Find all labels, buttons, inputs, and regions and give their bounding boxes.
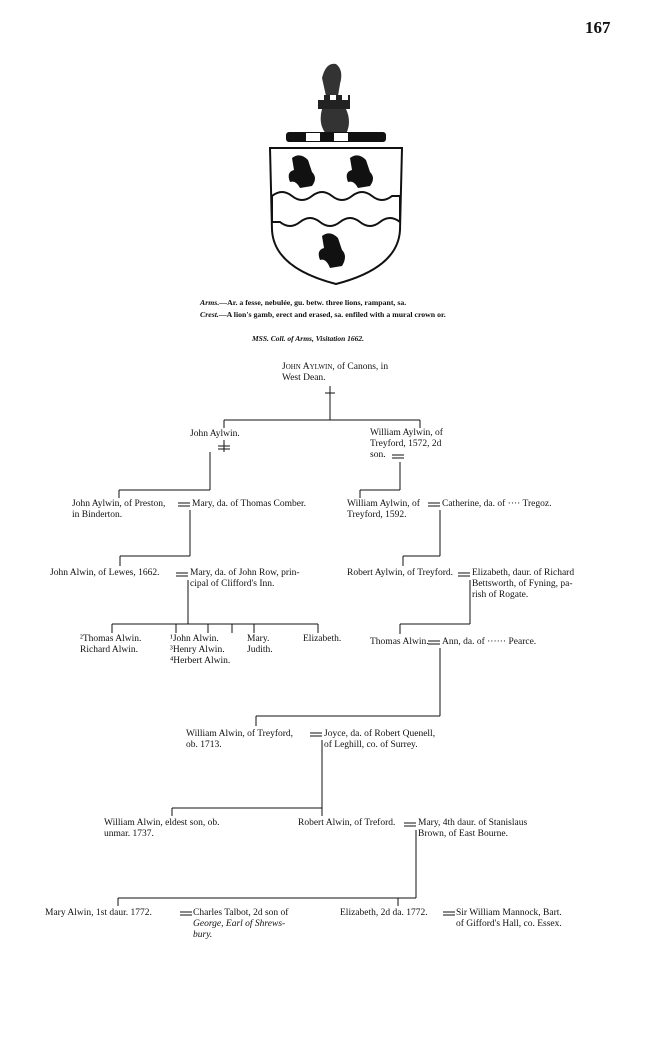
gen6-left-line: William Alwin, eldest son, ob. [104, 818, 220, 828]
gen6-husband: Robert Alwin, of Treford. [298, 818, 396, 828]
gen7-left-husband-line: George, Earl of Shrews- [193, 919, 286, 929]
crest-figure [318, 63, 350, 134]
child-entry: ¹John Alwin. [170, 634, 219, 644]
gen2-right-husband-line: William Aylwin, of [347, 499, 420, 509]
gen3-right-wife: Elizabeth, daur. of Richard Bettsworth, … [472, 568, 574, 601]
gen7-right-husband: Sir William Mannock, Bart. of Gifford's … [456, 908, 562, 930]
gen7-right-wife: Elizabeth, 2d da. 1772. [340, 908, 428, 918]
arms-label: Arms. [200, 298, 220, 307]
founder-name: John Aylwin [282, 362, 333, 372]
gen7-left-husband-line: Charles Talbot, 2d son of [193, 908, 289, 918]
shield [268, 147, 404, 286]
gen4-right-wife: Ann, da. of ······ Pearce. [442, 637, 537, 647]
gen6-wife-line: Brown, of East Bourne. [418, 829, 508, 839]
gen7-left-husband: Charles Talbot, 2d son of George, Earl o… [193, 908, 288, 941]
child-entry: ³Henry Alwin. [170, 645, 225, 655]
gen1-right-line: son. [370, 450, 386, 460]
child-entry: Richard Alwin. [80, 645, 139, 655]
gen4-children-col4: Elizabeth. [303, 634, 342, 644]
gen2-left-husband-line: in Binderton. [72, 510, 123, 520]
gen5-wife-line: of Leghill, co. of Surrey. [324, 740, 418, 750]
gen2-left-husband: John Aylwin, of Preston, in Binderton. [72, 499, 165, 521]
founder-entry: John Aylwin, of Canons, in West Dean. [282, 362, 388, 384]
gen5-wife-line: Joyce, da. of Robert Quenell, [324, 729, 436, 739]
gen5-husband-line: William Alwin, of Treyford, [186, 729, 294, 739]
gen5-husband: William Alwin, of Treyford, ob. 1713. [186, 729, 293, 751]
gen2-left-husband-line: John Aylwin, of Preston, [72, 499, 166, 509]
gen2-right-husband-line: Treyford, 1592. [347, 510, 407, 520]
gen4-children-col3: Mary. Judith. [247, 634, 273, 656]
gen4-children-col1: ²Thomas Alwin. Richard Alwin. [80, 634, 141, 656]
gen7-left-husband-line: bury. [193, 930, 213, 940]
source-citation: MSS. Coll. of Arms, Visitation 1662. [252, 334, 365, 343]
crest-text: —A lion's gamb, erect and erased, sa. en… [218, 310, 446, 319]
gen3-right-wife-line: rish of Rogate. [472, 590, 529, 600]
gen5-husband-line: ob. 1713. [186, 740, 222, 750]
founder-line1: , of Canons, in [332, 362, 389, 372]
child-entry: ²Thomas Alwin. [80, 634, 142, 644]
gen1-right-line: Treyford, 1572, 2d [370, 439, 442, 449]
gen7-right-husband-line: of Gifford's Hall, co. Essex. [456, 919, 562, 929]
founder-line2: West Dean. [282, 373, 326, 383]
gen4-children-col2: ¹John Alwin. ³Henry Alwin. ⁴Herbert Alwi… [170, 634, 230, 667]
gen1-right-line: William Aylwin, of [370, 428, 443, 438]
gen3-left-husband: John Alwin, of Lewes, 1662. [50, 568, 160, 578]
arms-blazon: Arms.—Ar. a fesse, nebulée, gu. betw. th… [200, 298, 406, 307]
gen6-left: William Alwin, eldest son, ob. unmar. 17… [104, 818, 219, 840]
gen5-wife: Joyce, da. of Robert Quenell, of Leghill… [324, 729, 435, 751]
gen6-left-line: unmar. 1737. [104, 829, 154, 839]
gen7-right-husband-line: Sir William Mannock, Bart. [456, 908, 562, 918]
gen3-left-wife: Mary, da. of John Row, prin- cipal of Cl… [190, 568, 300, 590]
gen7-left-wife: Mary Alwin, 1st daur. 1772. [45, 908, 152, 918]
page-number: 167 [585, 18, 611, 37]
gen3-right-husband: Robert Aylwin, of Treyford. [347, 568, 454, 578]
gen3-left-wife-line: cipal of Clifford's Inn. [190, 579, 275, 589]
gen1-right: William Aylwin, of Treyford, 1572, 2d so… [370, 428, 443, 461]
gen4-right-husband: Thomas Alwin. [370, 637, 429, 647]
child-entry: Mary. [247, 634, 270, 644]
gen6-wife: Mary, 4th daur. of Stanislaus Brown, of … [418, 818, 527, 840]
gen2-left-wife: Mary, da. of Thomas Comber. [192, 499, 306, 509]
gen2-right-wife: Catherine, da. of ···· Tregoz. [442, 499, 552, 509]
gen6-wife-line: Mary, 4th daur. of Stanislaus [418, 818, 528, 828]
child-entry: ⁴Herbert Alwin. [170, 656, 231, 666]
gen1-left: John Aylwin. [190, 429, 240, 439]
arms-text: —Ar. a fesse, nebulée, gu. betw. three l… [219, 298, 407, 307]
coat-of-arms-image [268, 63, 404, 286]
gen3-left-wife-line: Mary, da. of John Row, prin- [190, 568, 300, 578]
wreath [286, 132, 386, 142]
crest-label: Crest. [200, 310, 219, 319]
crest-blazon: Crest.—A lion's gamb, erect and erased, … [200, 310, 446, 319]
gen2-right-husband: William Aylwin, of Treyford, 1592. [347, 499, 420, 521]
gen3-right-wife-line: Bettsworth, of Fyning, pa- [472, 579, 573, 589]
child-entry: Judith. [247, 645, 273, 655]
gen3-right-wife-line: Elizabeth, daur. of Richard [472, 568, 575, 578]
